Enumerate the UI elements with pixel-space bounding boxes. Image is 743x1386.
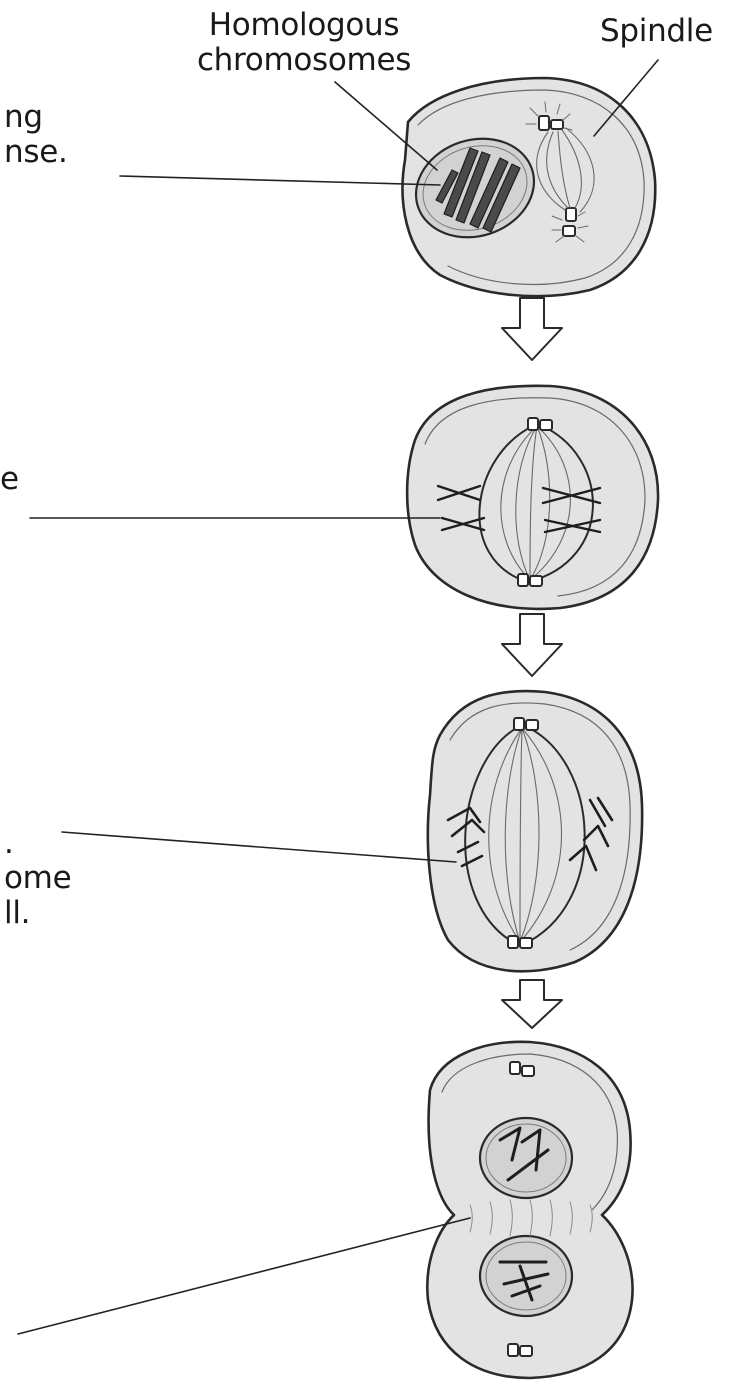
centrosome-bottom: [551, 207, 589, 243]
label-homologous-chromosomes: Homologous chromosomes: [196, 7, 412, 78]
down-arrow-2: [501, 613, 563, 677]
chromosomes: [446, 796, 614, 872]
cell-3: [426, 689, 644, 973]
cell-2: [405, 384, 660, 611]
chromosomes: [435, 147, 521, 233]
label-side-1: ng nse.: [4, 99, 68, 170]
nucleus-top: [478, 1116, 574, 1200]
label-side-3: . ome ll.: [4, 825, 72, 931]
label-side-2: e: [0, 461, 19, 497]
leader-lines: [17, 59, 659, 1335]
cell-4: [426, 1040, 634, 1380]
down-arrow-1: [501, 297, 563, 361]
cell-1: [401, 76, 657, 298]
chromosomes: [436, 484, 602, 534]
nucleus-bottom: [478, 1234, 574, 1318]
spindle-fibers: [536, 127, 595, 213]
label-spindle: Spindle: [600, 13, 713, 49]
centrosome-top: [525, 101, 573, 131]
down-arrow-3: [501, 979, 563, 1029]
